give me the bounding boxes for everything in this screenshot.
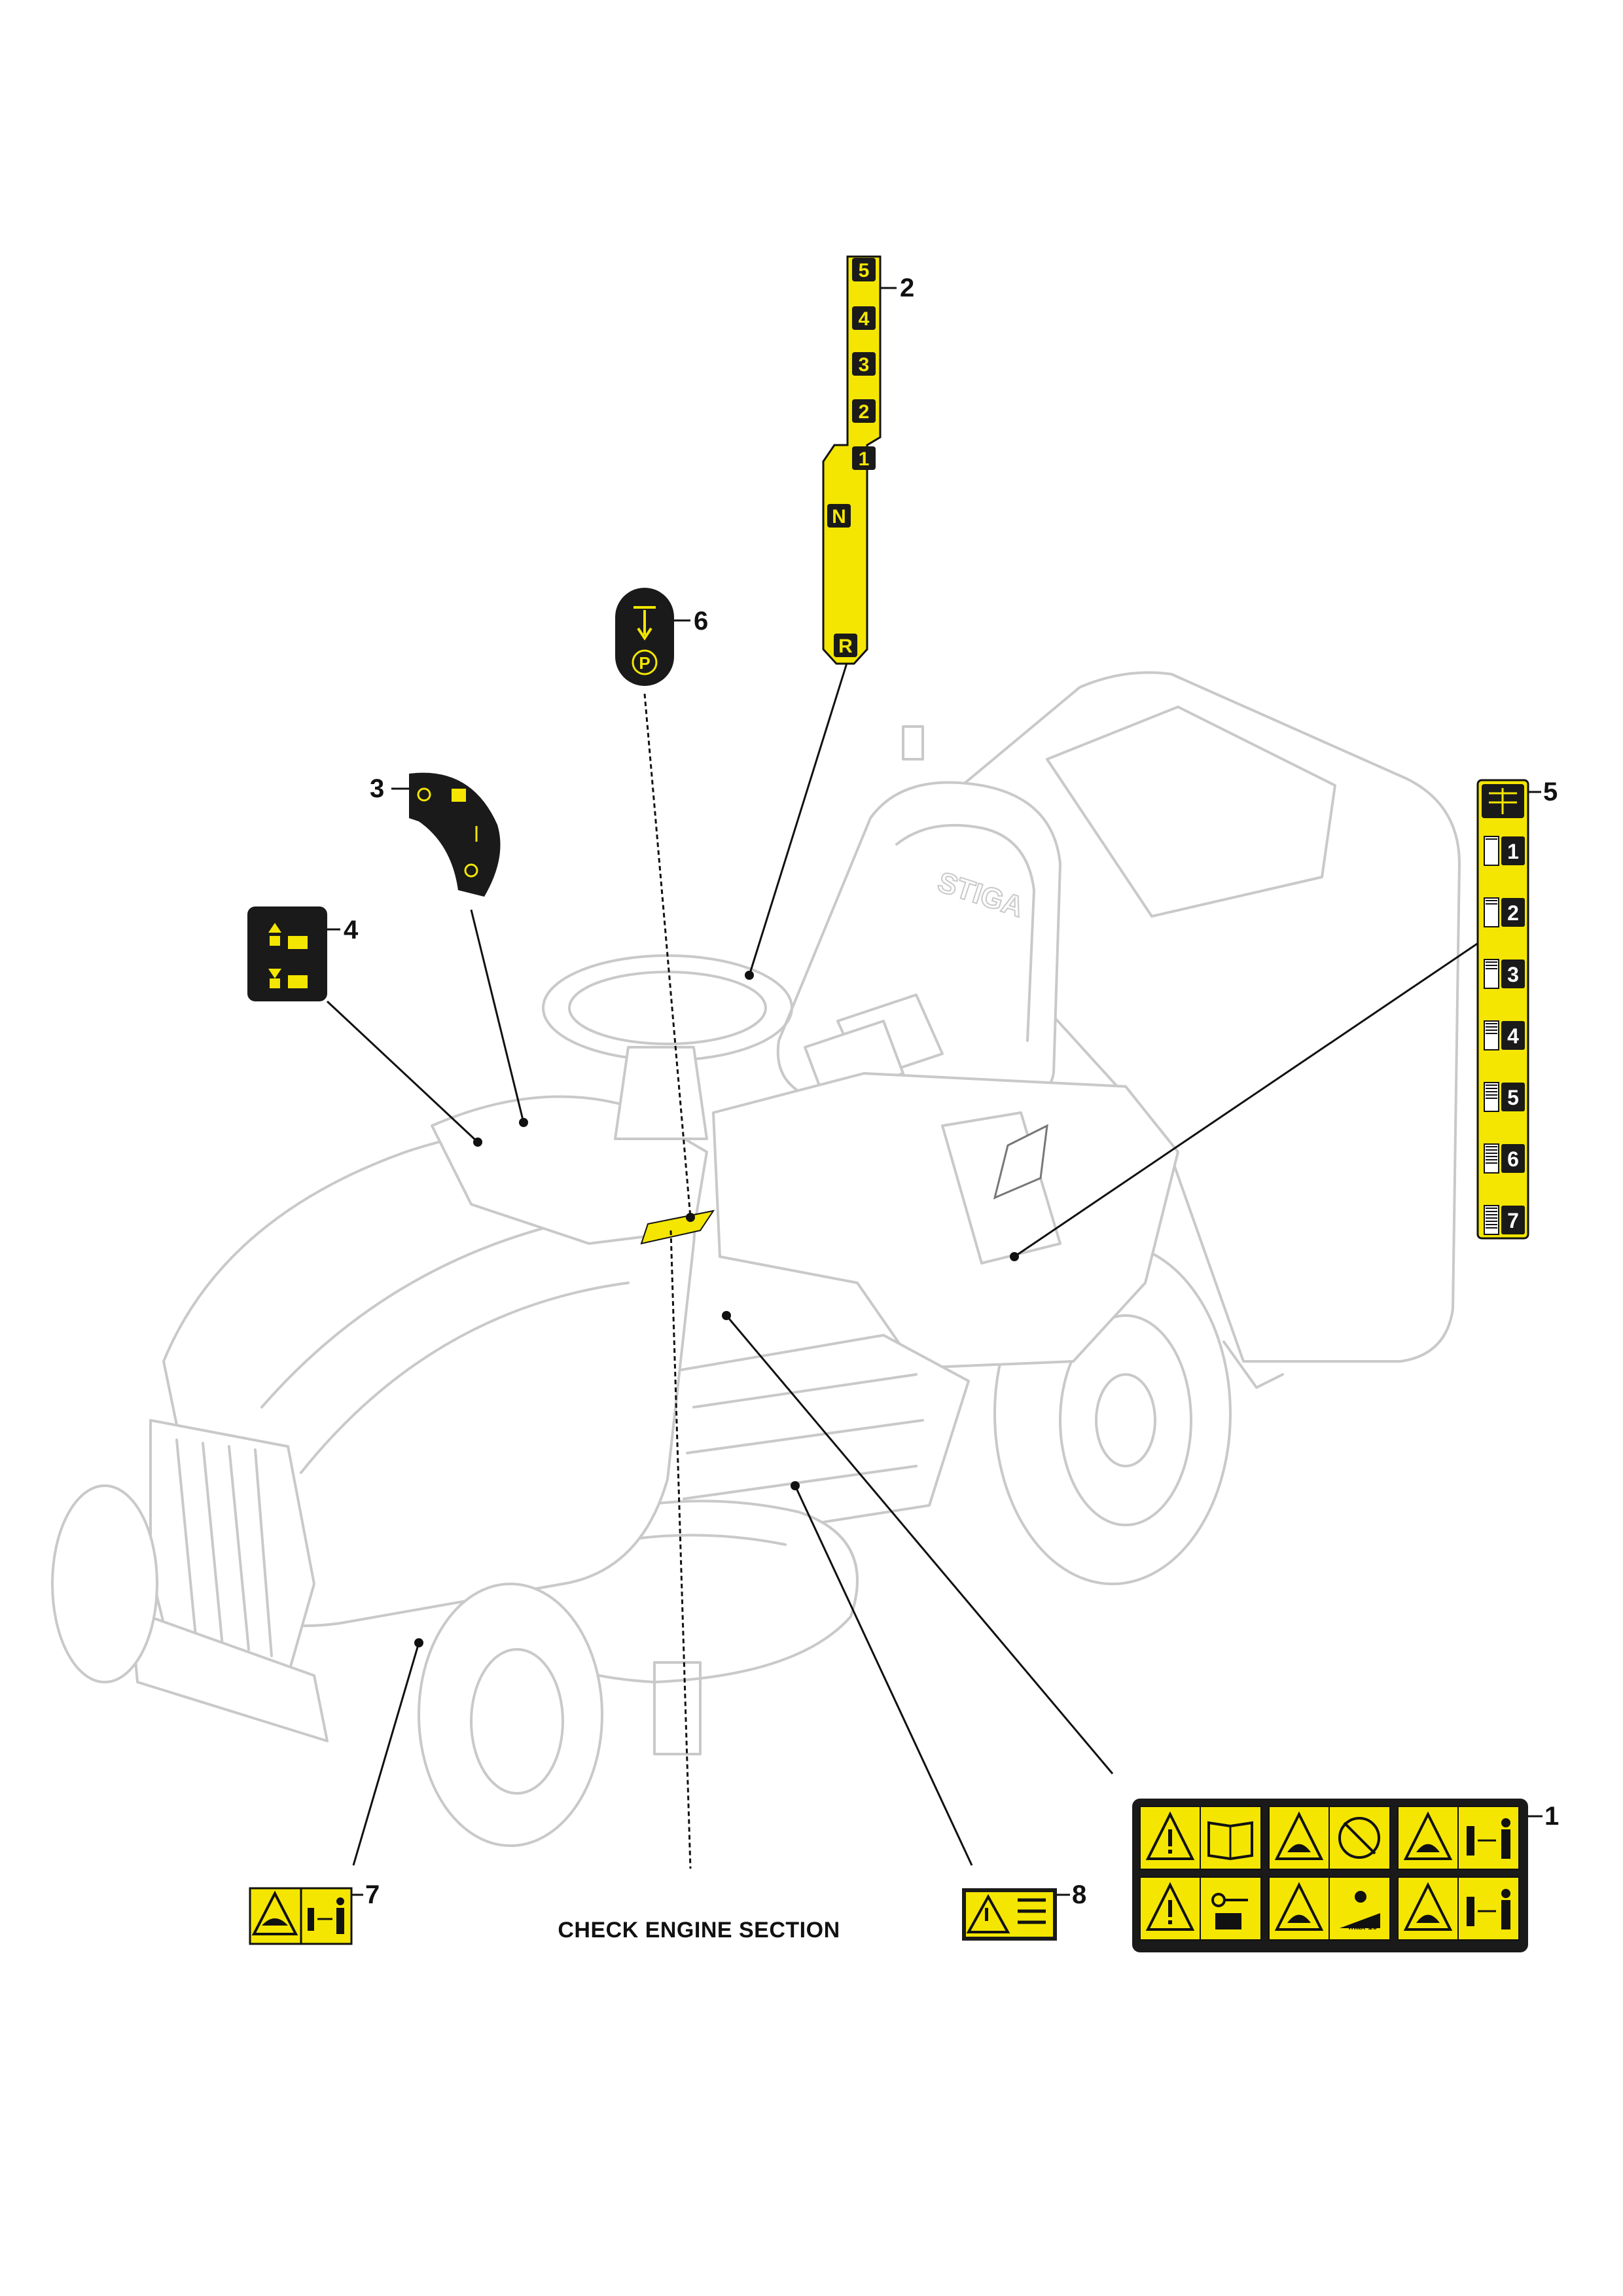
- height-label-4: 4: [1484, 1020, 1525, 1050]
- height-labels: 1 2 3 4 5 6 7: [1484, 836, 1525, 1235]
- svg-text:1: 1: [859, 448, 870, 470]
- keep-distance-icon: [1467, 1818, 1510, 1859]
- choke-icon: [464, 863, 478, 878]
- gear-label-1: 1: [852, 446, 876, 470]
- svg-text:2: 2: [1507, 901, 1519, 925]
- callout-8: 8: [1072, 1880, 1086, 1909]
- cutting-height-icon: [1489, 788, 1517, 814]
- gear-indicator-decal: 5 4 3 2 1N R: [822, 255, 882, 665]
- manual-icon: [1207, 1821, 1253, 1861]
- deck-lift-decal: [247, 906, 327, 1001]
- stop-icon: [417, 787, 431, 802]
- read-manual-decal: [962, 1888, 1057, 1941]
- svg-text:R: R: [838, 636, 853, 657]
- warning-icon: [1145, 1882, 1195, 1931]
- svg-text:4: 4: [859, 308, 870, 330]
- parking-icon: [632, 649, 658, 675]
- warning-panel: [1268, 1806, 1391, 1870]
- cutting-height-decal: 1 2 3 4 5 6 7: [1476, 779, 1529, 1240]
- gear-labels: 5 4 3 2 1N R: [827, 258, 876, 657]
- warning-panel: [1397, 1806, 1520, 1870]
- callout-6: 6: [694, 607, 708, 636]
- svg-text:1: 1: [1507, 840, 1519, 863]
- gear-label-5: 5: [852, 258, 876, 281]
- blade-warning-decal: [249, 1887, 353, 1945]
- warning-icon: [1145, 1811, 1195, 1860]
- no-passengers-icon: [1338, 1817, 1380, 1859]
- warning-icon: [966, 1893, 1010, 1933]
- height-label-5: 5: [1484, 1082, 1525, 1112]
- warning-panel: [1139, 1876, 1262, 1941]
- keep-distance-icon: [308, 1908, 314, 1931]
- blade-hazard-icon: [1403, 1811, 1453, 1860]
- gear-label-4: 4: [852, 306, 876, 330]
- parking-brake-decal: P: [615, 588, 674, 686]
- height-label-2: 2: [1484, 897, 1525, 927]
- grass-collector: [961, 671, 1461, 1363]
- gear-label-n: N: [827, 504, 851, 528]
- warning-panel: [1397, 1876, 1520, 1941]
- safety-warning-decal: max 10°: [1132, 1799, 1528, 1952]
- callout-1: 1: [1544, 1802, 1559, 1831]
- leader-lines: [326, 660, 1480, 1869]
- height-label-7: 7: [1484, 1205, 1525, 1235]
- blade-hazard-icon: [262, 1918, 288, 1926]
- deck-lower-icon: [268, 969, 281, 988]
- slope-text: max 10°: [1348, 1922, 1380, 1931]
- svg-text:6: 6: [1507, 1147, 1519, 1171]
- rear-fender: [712, 1072, 1179, 1369]
- gear-label-2: 2: [852, 399, 876, 423]
- svg-text:2: 2: [859, 401, 870, 423]
- callout-3: 3: [370, 774, 384, 803]
- fuel-icon: [452, 789, 466, 802]
- svg-text:3: 3: [859, 354, 870, 376]
- height-label-1: 1: [1484, 836, 1525, 866]
- svg-text:3: 3: [1507, 963, 1519, 986]
- svg-text:4: 4: [1507, 1024, 1519, 1048]
- height-label-3: 3: [1484, 959, 1525, 989]
- svg-text:7: 7: [1507, 1209, 1519, 1232]
- height-label-6: 6: [1484, 1143, 1525, 1174]
- callout-7: 7: [365, 1880, 380, 1909]
- warning-panel: [1139, 1806, 1262, 1870]
- svg-text:5: 5: [1507, 1086, 1519, 1109]
- thrown-objects-icon: [1274, 1811, 1324, 1860]
- rollover-icon: [1274, 1882, 1324, 1931]
- front-wheel-left: [51, 1484, 158, 1683]
- gear-label-3: 3: [852, 352, 876, 376]
- riding-mower-outline: STIGA: [51, 671, 1461, 1847]
- callout-2: 2: [900, 274, 914, 302]
- throttle-decal: [409, 772, 501, 897]
- warning-icon-grid: [1139, 1806, 1520, 1941]
- keep-distance-icon: [1467, 1889, 1510, 1929]
- callout-5: 5: [1543, 778, 1558, 806]
- remove-key-icon: [1211, 1893, 1248, 1929]
- deck-raise-icon: [268, 923, 281, 946]
- front-wheel-right: [418, 1583, 603, 1847]
- gear-lever: [993, 1124, 1048, 1200]
- svg-text:N: N: [832, 506, 846, 528]
- warning-panel: [1268, 1876, 1391, 1941]
- check-engine-note: CHECK ENGINE SECTION: [558, 1918, 840, 1943]
- manual-icon: [1018, 1898, 1046, 1924]
- svg-text:P: P: [639, 653, 650, 673]
- svg-text:5: 5: [859, 260, 870, 281]
- callout-4: 4: [344, 916, 359, 944]
- warning-icon: [251, 1890, 298, 1935]
- gear-label-r: R: [834, 634, 857, 657]
- slope-icon: [1340, 1891, 1380, 1928]
- blade-foot-icon: [1403, 1882, 1453, 1931]
